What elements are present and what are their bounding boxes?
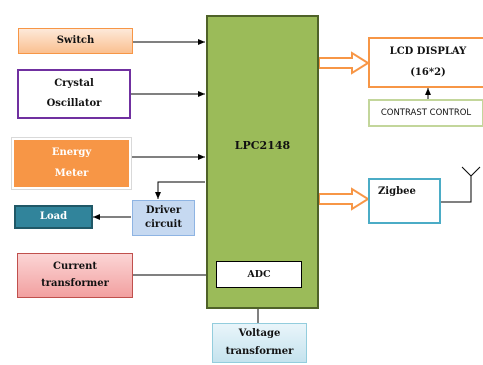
lcd-size-label: (16*2) (410, 67, 446, 78)
voltage-transformer-block: Voltage transformer (212, 323, 307, 363)
antenna-icon-right (470, 166, 481, 177)
zigbee-block-arrow (318, 187, 370, 211)
energy-meter-block: Energy Meter (12, 138, 131, 189)
load-label: Load (39, 210, 68, 222)
contrast-control-label: CONTRAST CONTROL (380, 107, 472, 118)
contrast-control-block: CONTRAST CONTROL (368, 99, 483, 127)
lcd-block-arrow (318, 51, 370, 75)
crystal-label: Crystal (54, 78, 94, 89)
transformer-label: transformer (41, 278, 109, 289)
switch-label: Switch (56, 34, 95, 46)
voltage-label: Voltage (238, 328, 281, 339)
load-block: Load (14, 205, 93, 229)
adc-block: ADC (216, 261, 302, 288)
driver-label: Driver (145, 205, 182, 216)
circuit-label: circuit (145, 218, 182, 230)
vt-transformer-label: transformer (225, 345, 294, 357)
lcd-display-block: LCD DISPLAY (16*2) (368, 37, 483, 88)
crystal-oscillator-block: Crystal Oscillator (17, 69, 131, 119)
lcd-display-label: LCD DISPLAY (389, 45, 467, 57)
driver-circuit-block: Driver circuit (132, 200, 195, 236)
mcu-label: LPC2148 (234, 139, 291, 152)
zigbee-block: Zigbee (368, 178, 441, 224)
adc-label: ADC (247, 268, 271, 280)
mcu-to-driver-arrow (155, 181, 205, 199)
antenna-icon (441, 176, 472, 203)
zigbee-label: Zigbee (378, 186, 416, 197)
meter-label: Meter (54, 168, 89, 179)
switch-block: Switch (18, 28, 133, 54)
oscillator-label: Oscillator (46, 97, 102, 109)
energy-label: Energy (51, 146, 92, 158)
current-label: Current (52, 260, 98, 272)
current-transformer-block: Current transformer (17, 253, 133, 298)
antenna-icon-left (461, 166, 472, 177)
mcu-block: LPC2148 (206, 15, 319, 309)
